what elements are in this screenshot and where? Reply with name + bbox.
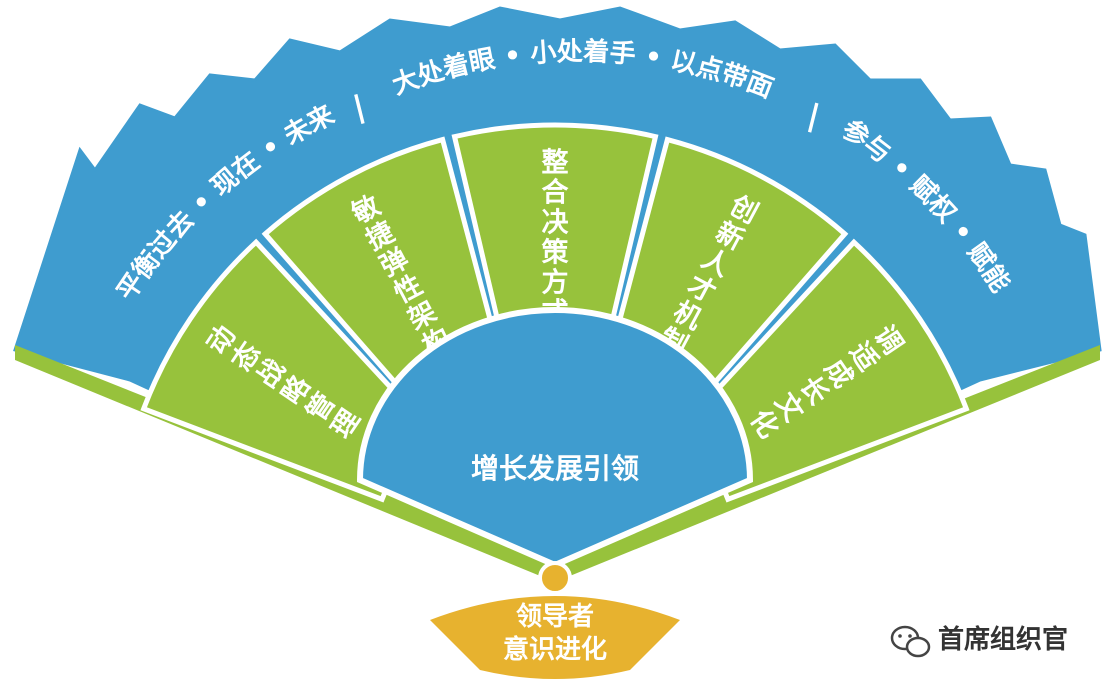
pivot-knob [538,561,572,595]
fan-panel-label-3: 整合决策方式 [542,148,570,329]
wechat-icon [890,625,931,658]
base-line2: 意识进化 [503,634,607,665]
watermark-text: 首席组织官 [938,624,1068,655]
hub-semicircle [356,307,754,569]
base-shield [430,596,680,679]
watermark: 首席组织官 [890,624,1068,658]
hub-label: 增长发展引领 [471,452,639,485]
base-line1: 领导者 [516,601,594,632]
